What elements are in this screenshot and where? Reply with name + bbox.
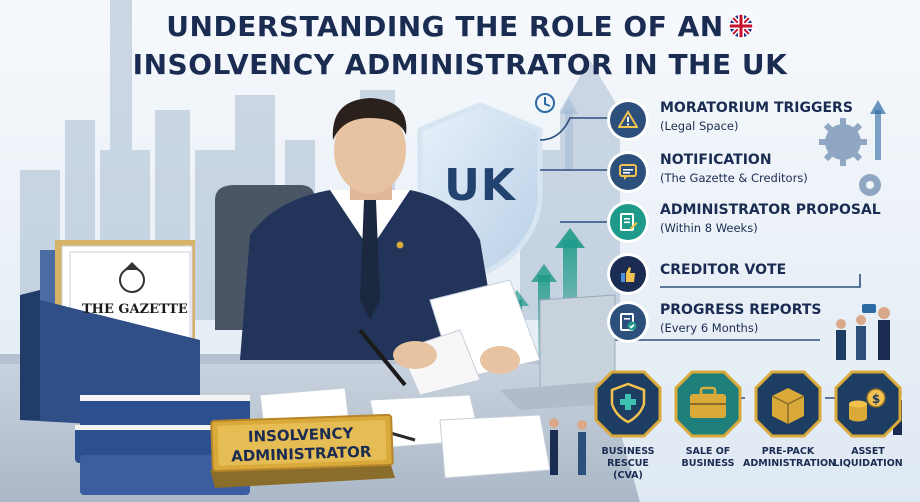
title-line-2: INSOLVENCY ADMINISTRATOR IN THE UK <box>132 48 788 81</box>
name-plate <box>210 413 395 488</box>
page-title: UNDERSTANDING THE ROLE OF AN INSOLVENCY … <box>0 8 920 84</box>
desk-plate-label: INSOLVENCY ADMINISTRATOR <box>219 423 382 467</box>
outcome-label-line: PRE-PACK <box>761 446 815 457</box>
clock-icon <box>535 93 555 113</box>
step-title: MORATORIUM TRIGGERS <box>660 100 853 116</box>
document-edit-icon <box>610 204 646 240</box>
step-moratorium: MORATORIUM TRIGGERS (Legal Space) <box>610 98 910 146</box>
outcome-label-line: SALE OF <box>685 446 731 457</box>
step-title: NOTIFICATION <box>660 152 772 168</box>
title-line-1: UNDERSTANDING THE ROLE OF AN <box>0 8 920 46</box>
step-subtitle: (Every 6 Months) <box>660 321 759 335</box>
outcome-label-line: RESCUE <box>607 458 649 469</box>
royal-crest-icon <box>119 262 145 293</box>
outcome-pre-pack: PRE-PACK ADMINISTRATION <box>743 446 837 470</box>
shield-label: UK <box>444 160 516 211</box>
gazette-file-box <box>20 240 200 430</box>
step-proposal: ADMINISTRATOR PROPOSAL (Within 8 Weeks) <box>610 200 910 248</box>
step-title: PROGRESS REPORTS <box>660 302 822 318</box>
outcome-business-rescue: BUSINESS RESCUE (CVA) <box>583 446 673 482</box>
outcome-asset-liquidation: ASSET LIQUIDATION <box>823 446 913 470</box>
title-line-1-text: UNDERSTANDING THE ROLE OF AN <box>166 10 724 43</box>
step-creditor-vote: CREDITOR VOTE <box>610 252 910 300</box>
vote-hand-icon <box>610 256 646 292</box>
step-title: CREDITOR VOTE <box>660 262 787 278</box>
outcome-label-line: BUSINESS <box>681 458 735 469</box>
outcome-label-line: BUSINESS <box>601 446 655 457</box>
uk-flag-icon <box>727 13 754 39</box>
outcome-label-line: LIQUIDATION <box>833 458 903 469</box>
step-subtitle: (Within 8 Weeks) <box>660 221 758 235</box>
step-subtitle: (Legal Space) <box>660 119 739 133</box>
chat-notification-icon <box>610 154 646 190</box>
gear-icons <box>819 118 881 196</box>
report-check-icon <box>610 304 646 340</box>
step-progress-reports: PROGRESS REPORTS (Every 6 Months) <box>610 300 910 348</box>
documents-in-hand <box>358 279 541 396</box>
step-notification: NOTIFICATION (The Gazette & Creditors) <box>610 150 910 198</box>
outcome-label-line: ADMINISTRATION <box>743 458 837 469</box>
outcome-label-line: (CVA) <box>613 470 643 481</box>
step-subtitle: (The Gazette & Creditors) <box>660 171 808 185</box>
binders-stack <box>75 395 255 495</box>
outcome-sale-of-business: SALE OF BUSINESS <box>663 446 753 470</box>
outcome-label-line: ASSET <box>851 446 885 457</box>
warning-document-icon <box>610 102 646 138</box>
step-title: ADMINISTRATOR PROPOSAL <box>660 202 881 218</box>
gazette-label: THE GAZETTE <box>82 302 188 317</box>
